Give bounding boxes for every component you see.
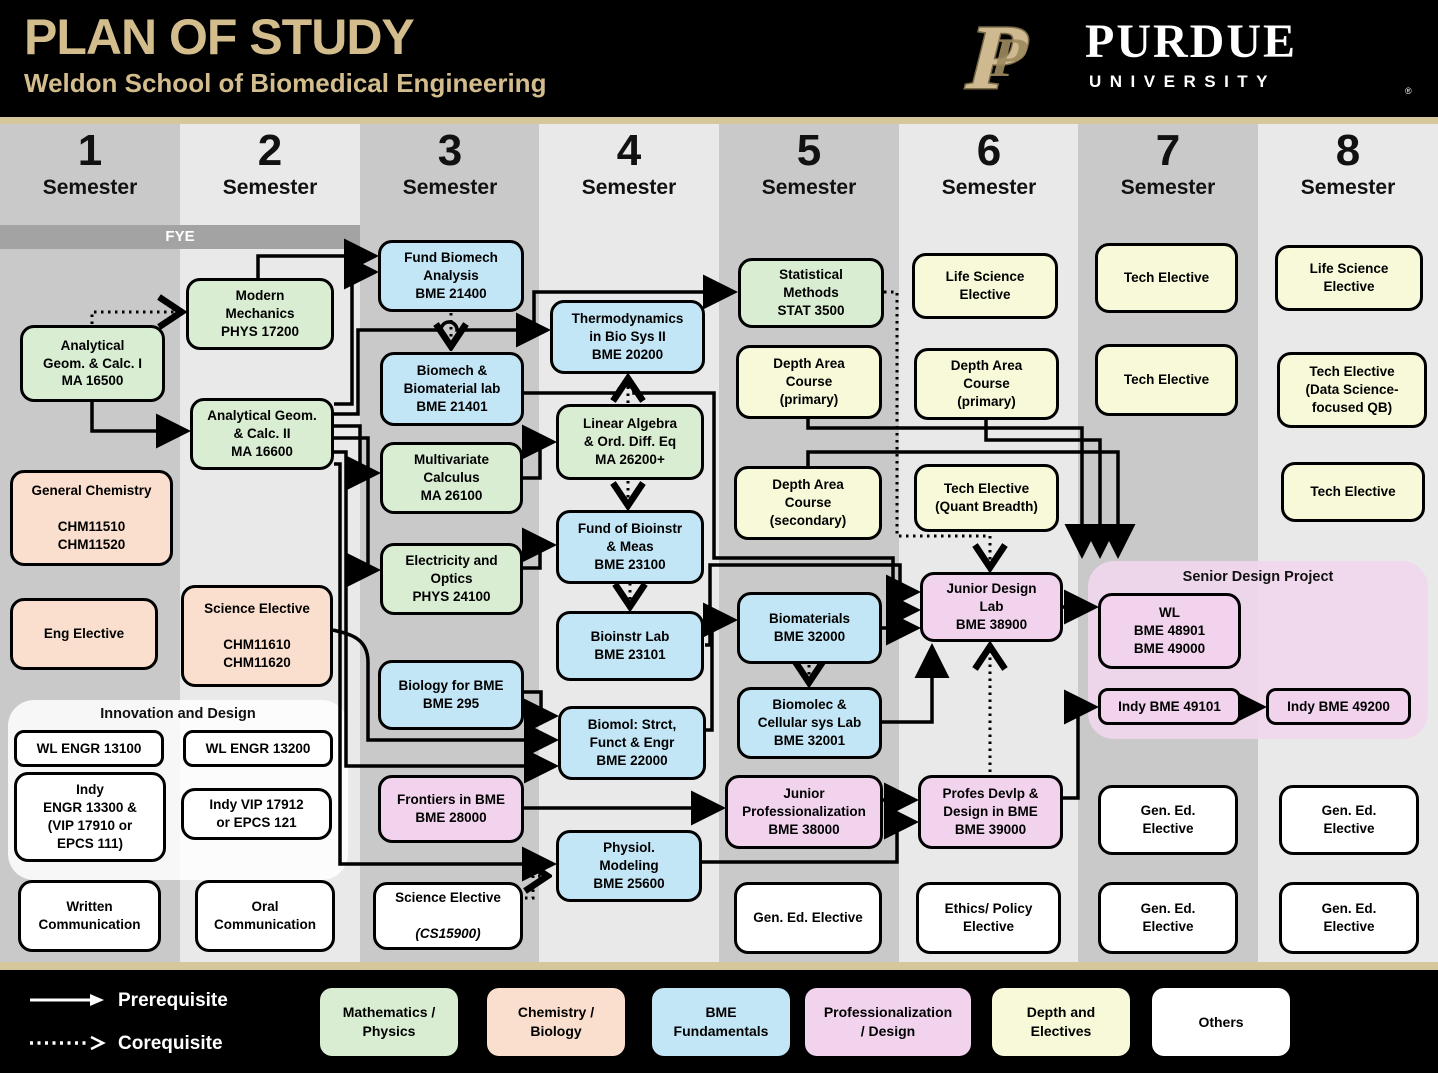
semester-number: 3 xyxy=(437,126,463,175)
box-bme39000: Profes Devlp & Design in BME BME 39000 xyxy=(918,775,1063,849)
legend-chemistry-biology: Chemistry / Biology xyxy=(487,988,625,1056)
box-depth-area-primary-6: Depth Area Course (primary) xyxy=(914,348,1059,420)
box-wl-engr-13200: WL ENGR 13200 xyxy=(183,730,333,767)
page-subtitle: Weldon School of Biomedical Engineering xyxy=(24,68,547,98)
box-oral-communication: Oral Communication xyxy=(195,880,335,952)
brand-sub-wordmark: UNIVERSITY xyxy=(1089,72,1277,91)
semester-header-2: 2 Semester xyxy=(180,126,360,200)
box-bme25600: Physiol. Modeling BME 25600 xyxy=(556,830,702,902)
box-bme21400: Fund Biomech Analysis BME 21400 xyxy=(378,240,524,312)
box-gen-ed-elective-5: Gen. Ed. Elective xyxy=(734,882,882,954)
legend-mathematics-physics: Mathematics / Physics xyxy=(320,988,458,1056)
box-indy-vip-17912: Indy VIP 17912 or EPCS 121 xyxy=(181,788,332,840)
semester-number: 1 xyxy=(77,126,103,175)
semester-header-4: 4 Semester xyxy=(539,126,719,200)
box-tech-elective-data-science: Tech Elective (Data Science- focused QB) xyxy=(1277,352,1427,428)
purdue-p-icon: P P xyxy=(960,12,1041,104)
scics-line1: Science Elective xyxy=(395,890,501,906)
box-general-chemistry: General Chemistry CHM11510 CHM11520 xyxy=(10,470,173,566)
box-indy-bme49200: Indy BME 49200 xyxy=(1266,688,1411,725)
box-gen-ed-elective-8a: Gen. Ed. Elective xyxy=(1279,785,1419,855)
box-gen-ed-elective-7b: Gen. Ed. Elective xyxy=(1098,882,1238,954)
semester-number: 7 xyxy=(1155,126,1181,175)
legend-others: Others xyxy=(1152,988,1290,1056)
semester-header-3: 3 Semester xyxy=(360,126,540,200)
top-gold-strip xyxy=(0,117,1438,124)
bottom-gold-strip xyxy=(0,962,1438,970)
purdue-logo: P P PURDUE UNIVERSITY ® xyxy=(950,10,1420,110)
box-bme295: Biology for BME BME 295 xyxy=(378,660,524,730)
semester-number: 4 xyxy=(616,126,642,175)
box-written-communication: Written Communication xyxy=(18,880,161,952)
box-bme21401: Biomech & Biomaterial lab BME 21401 xyxy=(380,352,524,426)
legend-bme-fundamentals: BME Fundamentals xyxy=(652,988,790,1056)
box-stat3500: Statistical Methods STAT 3500 xyxy=(738,258,884,328)
senior-group-label: Senior Design Project xyxy=(1182,569,1334,585)
box-wl-engr-13100: WL ENGR 13100 xyxy=(14,730,164,767)
corequisite-label: Corequisite xyxy=(118,1033,223,1054)
box-phys24100: Electricity and Optics PHYS 24100 xyxy=(380,543,523,615)
box-bme23100: Fund of Bioinstr & Meas BME 23100 xyxy=(556,510,704,584)
semester-label: Semester xyxy=(402,176,498,200)
registered-mark: ® xyxy=(1405,86,1412,96)
brand-wordmark: PURDUE xyxy=(1085,15,1297,68)
legend-professionalization-design: Professionalization / Design xyxy=(805,988,971,1056)
box-wl-bme48901: WL BME 48901 BME 49000 xyxy=(1098,593,1241,669)
box-bme32001: Biomolec & Cellular sys Lab BME 32001 xyxy=(737,687,882,759)
box-science-elective-chm: Science Elective CHM11610 CHM11620 xyxy=(181,585,333,687)
semester-label: Semester xyxy=(222,176,318,200)
semester-number: 5 xyxy=(796,126,822,175)
prerequisite-label: Prerequisite xyxy=(118,990,228,1011)
semester-number: 2 xyxy=(257,126,283,175)
box-bme22000: Biomol: Strct, Funct & Engr BME 22000 xyxy=(558,706,706,780)
semester-number: 8 xyxy=(1335,126,1361,175)
box-tech-elective-7b: Tech Elective xyxy=(1095,344,1238,416)
scics-line2: (CS15900) xyxy=(415,925,481,941)
box-ma16500: Analytical Geom. & Calc. I MA 16500 xyxy=(20,325,165,402)
semester-header-1: 1 Semester xyxy=(0,126,180,200)
box-bme38900: Junior Design Lab BME 38900 xyxy=(920,572,1063,642)
prerequisite-arrow-icon xyxy=(30,994,104,1006)
semester-number: 6 xyxy=(976,126,1002,175)
box-ma16600: Analytical Geom. & Calc. II MA 16600 xyxy=(190,398,334,470)
page-title: PLAN OF STUDY xyxy=(24,9,415,65)
corequisite-arrow-icon xyxy=(30,1035,106,1051)
semester-header-8: 8 Semester xyxy=(1258,126,1438,200)
semester-header-5: 5 Semester xyxy=(719,126,899,200)
semester-label: Semester xyxy=(581,176,677,200)
fye-banner: FYE xyxy=(0,225,360,249)
semester-label: Semester xyxy=(1120,176,1216,200)
box-bme38000: Junior Professionalization BME 38000 xyxy=(725,775,883,849)
box-tech-elective-8: Tech Elective xyxy=(1281,462,1425,522)
box-bme28000: Frontiers in BME BME 28000 xyxy=(378,775,524,843)
box-ma26200: Linear Algebra & Ord. Diff. Eq MA 26200+ xyxy=(556,404,704,480)
innovation-group-label: Innovation and Design xyxy=(100,706,256,722)
box-phys17200: Modern Mechanics PHYS 17200 xyxy=(186,278,334,350)
semester-label: Semester xyxy=(761,176,857,200)
box-indy-engr-13300: Indy ENGR 13300 & (VIP 17910 or EPCS 111… xyxy=(14,772,166,862)
box-gen-ed-elective-7a: Gen. Ed. Elective xyxy=(1098,785,1238,855)
box-ma26100: Multivariate Calculus MA 26100 xyxy=(380,442,523,514)
box-depth-area-primary-5: Depth Area Course (primary) xyxy=(736,345,882,419)
box-bme23101: Bioinstr Lab BME 23101 xyxy=(556,611,704,681)
semester-header-6: 6 Semester xyxy=(899,126,1079,200)
box-gen-ed-elective-8b: Gen. Ed. Elective xyxy=(1279,882,1419,954)
semester-header-7: 7 Semester xyxy=(1078,126,1258,200)
semester-label: Semester xyxy=(1300,176,1396,200)
box-science-elective-cs: Science Elective (CS15900) xyxy=(373,882,523,950)
box-tech-elective-quant: Tech Elective (Quant Breadth) xyxy=(914,464,1059,532)
box-depth-area-secondary: Depth Area Course (secondary) xyxy=(734,466,882,540)
box-life-science-elective-8: Life Science Elective xyxy=(1275,245,1423,311)
legend-depth-electives: Depth and Electives xyxy=(992,988,1130,1056)
box-eng-elective: Eng Elective xyxy=(10,598,158,670)
box-bme32000: Biomaterials BME 32000 xyxy=(737,592,882,664)
semester-label: Semester xyxy=(941,176,1037,200)
semester-label: Semester xyxy=(42,176,138,200)
box-indy-bme49101: Indy BME 49101 xyxy=(1098,688,1241,725)
box-ethics-policy-elective: Ethics/ Policy Elective xyxy=(916,882,1061,954)
box-bme20200: Thermodynamics in Bio Sys II BME 20200 xyxy=(550,300,705,374)
box-tech-elective-7a: Tech Elective xyxy=(1095,243,1238,313)
box-life-science-elective-6: Life Science Elective xyxy=(912,253,1058,319)
